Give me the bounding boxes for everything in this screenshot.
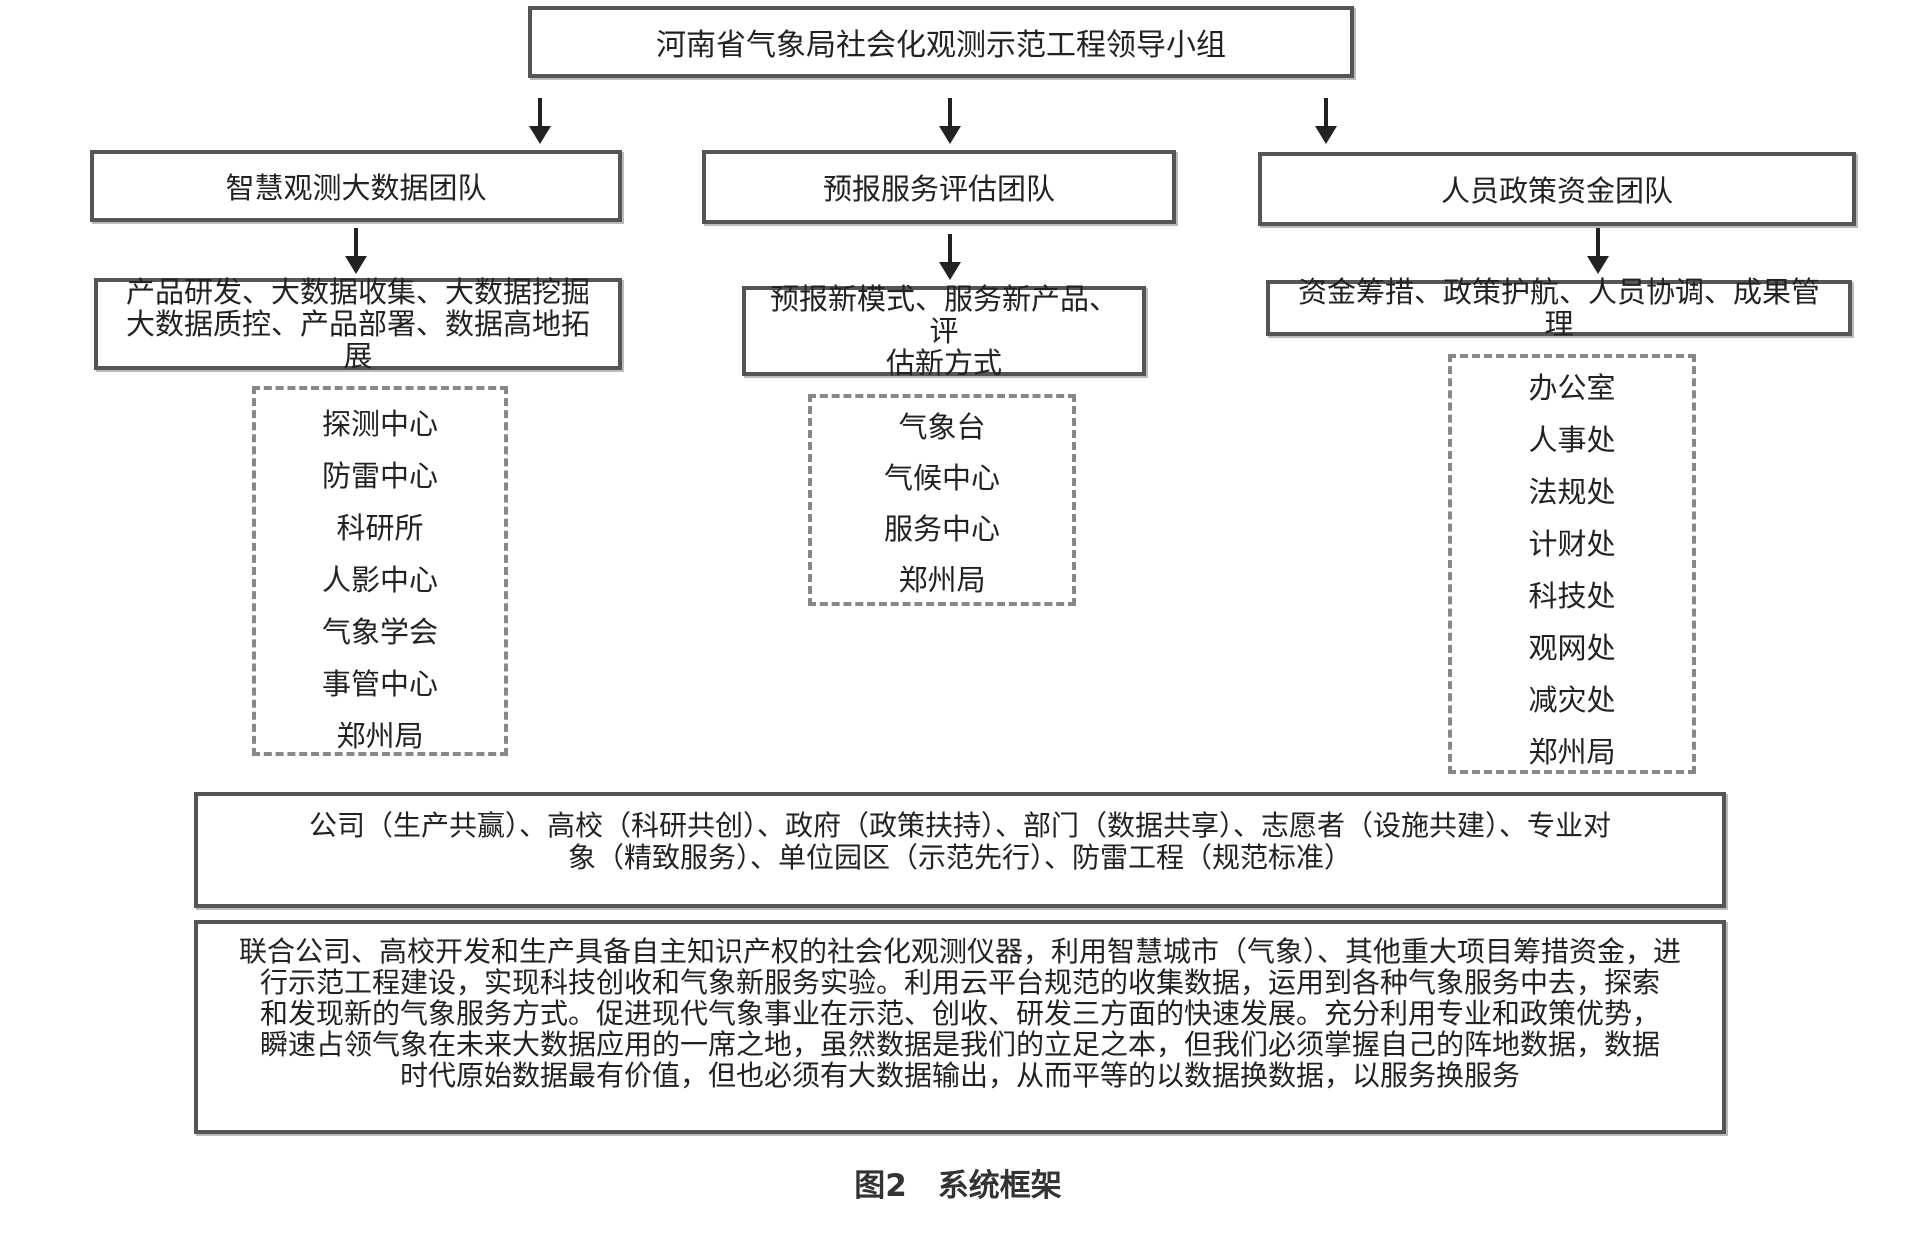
arrow-to-team-3 <box>1315 98 1337 144</box>
unit-item: 探测中心 <box>321 407 438 441</box>
task-line: 大数据质控、产品部署、数据高地拓展 <box>125 307 590 373</box>
team-name-2: 预报服务评估团队 <box>822 172 1055 206</box>
unit-item: 郑州局 <box>336 719 424 753</box>
description-line: 瞬速占领气象在未来大数据应用的一席之地，虽然数据是我们的立足之本，但我们必须掌握… <box>259 1028 1660 1061</box>
unit-list-3: 办公室 人事处 法规处 计财处 科技处 观网处 减灾处 郑州局 <box>1448 354 1696 774</box>
task-box-3: 资金筹措、政策护航、人员协调、成果管理 <box>1266 276 1852 340</box>
unit-item: 观网处 <box>1528 631 1616 665</box>
partners-box: 公司（生产共赢）、高校（科研共创）、政府（政策扶持）、部门（数据共享）、志愿者（… <box>194 792 1726 908</box>
unit-list-1: 探测中心 防雷中心 科研所 人影中心 气象学会 事管中心 郑州局 <box>252 386 508 756</box>
arrow-to-tasks-2 <box>939 234 961 280</box>
partners-line: 象（精致服务）、单位园区（示范先行）、防雷工程（规范标准） <box>567 841 1352 874</box>
unit-item: 防雷中心 <box>321 459 438 493</box>
description-line: 时代原始数据最有价值，但也必须有大数据输出，从而平等的以数据换数据，以服务换服务 <box>399 1059 1520 1092</box>
unit-item: 郑州局 <box>898 563 986 597</box>
team-name-1: 智慧观测大数据团队 <box>225 171 487 205</box>
unit-item: 气象学会 <box>321 615 438 649</box>
unit-item: 科技处 <box>1528 579 1616 613</box>
unit-item: 气候中心 <box>883 461 1000 495</box>
arrow-to-tasks-3 <box>1587 228 1609 274</box>
unit-item: 计财处 <box>1528 527 1616 561</box>
arrow-to-team-1 <box>529 98 551 144</box>
unit-item: 郑州局 <box>1528 735 1616 769</box>
leader-label: 河南省气象局社会化观测示范工程领导小组 <box>656 28 1226 63</box>
unit-item: 科研所 <box>336 511 424 545</box>
team-box-2: 预报服务评估团队 <box>702 150 1176 224</box>
task-line: 估新方式 <box>885 346 1002 380</box>
unit-item: 事管中心 <box>321 667 438 701</box>
arrow-to-tasks-1 <box>345 228 367 274</box>
task-box-2: 预报新模式、服务新产品、评 估新方式 <box>742 282 1146 380</box>
unit-item: 法规处 <box>1528 475 1616 509</box>
description-box: 联合公司、高校开发和生产具备自主知识产权的社会化观测仪器，利用智慧城市（气象）、… <box>194 920 1726 1134</box>
unit-item: 气象台 <box>898 410 986 444</box>
task-line: 资金筹措、政策护航、人员协调、成果管理 <box>1297 275 1820 341</box>
arrow-to-team-2 <box>939 98 961 144</box>
figure-caption: 图2 系统框架 <box>854 1168 1062 1204</box>
partners-line: 公司（生产共赢）、高校（科研共创）、政府（政策扶持）、部门（数据共享）、志愿者（… <box>308 809 1611 842</box>
team-box-3: 人员政策资金团队 <box>1258 152 1856 226</box>
unit-item: 办公室 <box>1528 371 1616 405</box>
task-line: 预报新模式、服务新产品、评 <box>769 282 1118 348</box>
unit-item: 服务中心 <box>883 512 1000 546</box>
description-line: 联合公司、高校开发和生产具备自主知识产权的社会化观测仪器，利用智慧城市（气象）、… <box>238 935 1681 968</box>
unit-item: 人影中心 <box>321 563 438 597</box>
task-box-1: 产品研发、大数据收集、大数据挖掘 大数据质控、产品部署、数据高地拓展 <box>94 275 622 373</box>
description-line: 行示范工程建设，实现科技创收和气象新服务实验。利用云平台规范的收集数据，运用到各… <box>259 966 1660 999</box>
description-line: 和发现新的气象服务方式。促进现代气象事业在示范、创收、研发三方面的快速发展。充分… <box>259 997 1660 1030</box>
unit-list-2: 气象台 气候中心 服务中心 郑州局 <box>808 394 1076 606</box>
leader-box: 河南省气象局社会化观测示范工程领导小组 <box>528 6 1354 78</box>
unit-item: 减灾处 <box>1528 683 1616 717</box>
team-box-1: 智慧观测大数据团队 <box>90 150 622 222</box>
unit-item: 人事处 <box>1528 423 1616 457</box>
task-line: 产品研发、大数据收集、大数据挖掘 <box>125 275 590 309</box>
team-name-3: 人员政策资金团队 <box>1440 174 1673 208</box>
